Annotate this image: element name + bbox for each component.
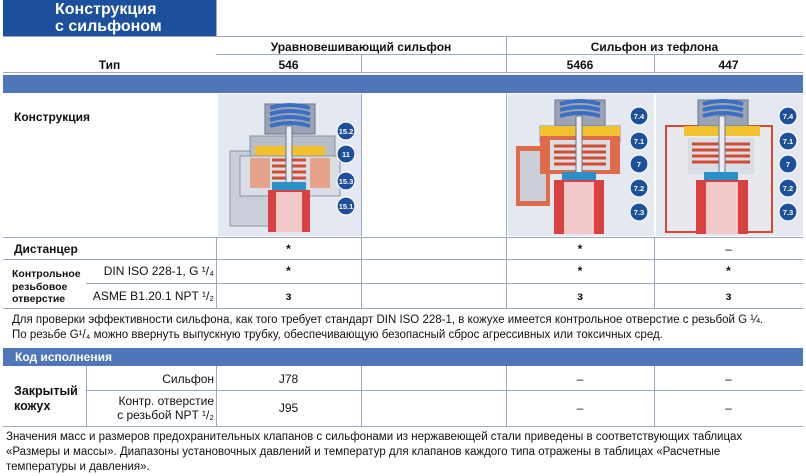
type-546: 546	[278, 58, 299, 72]
din-label: DIN ISO 228-1, G ¹/₄	[103, 264, 214, 278]
divider	[3, 36, 803, 37]
callout-447-4: 7.3	[783, 208, 793, 217]
code-header-label: Код исполнения	[15, 350, 112, 364]
divider	[216, 366, 217, 426]
spacer-5466: *	[577, 242, 583, 256]
section-title-line2: с сильфоном	[55, 18, 162, 35]
spacer-label: Дистанцер	[14, 242, 78, 256]
test-hole-label: Контрольное резьбовое отверстие	[12, 268, 81, 305]
divider	[3, 259, 803, 260]
divider	[361, 366, 362, 426]
spacer-546: *	[286, 242, 291, 256]
type-5466: 5466	[566, 58, 594, 72]
callout-447-0: 7.4	[783, 112, 794, 121]
bellows-546: J78	[278, 372, 299, 386]
callout-546-2: 15.3	[339, 177, 354, 186]
divider	[506, 237, 507, 308]
divider	[3, 237, 803, 238]
divider	[86, 366, 87, 426]
divider	[3, 308, 803, 309]
divider	[361, 237, 362, 308]
divider	[506, 366, 507, 426]
callout-546-3: 15.1	[339, 202, 354, 211]
divider	[361, 94, 362, 236]
bellows-447: –	[725, 372, 732, 386]
divider	[3, 426, 803, 427]
divider	[654, 366, 655, 426]
din-5466: *	[577, 264, 583, 278]
divider	[86, 390, 803, 391]
callout-447-1: 7.1	[783, 137, 793, 146]
bellows-5466: –	[576, 372, 584, 386]
divider	[216, 54, 803, 55]
callout-546-1: 11	[342, 150, 350, 159]
divider	[3, 72, 803, 73]
group-header-balanced: Уравновешивающий сильфон	[270, 40, 452, 54]
callout-5466-4: 7.3	[634, 208, 644, 217]
header-bar	[3, 75, 803, 93]
divider	[361, 54, 362, 72]
asme-447: з	[725, 289, 732, 303]
divider	[216, 237, 217, 308]
divider	[654, 54, 655, 72]
bellows-label: Сильфон	[162, 372, 214, 386]
callout-447-3: 7.2	[783, 184, 793, 193]
asme-546: з	[285, 289, 292, 303]
asme-label: ASME B1.20.1 NPT ¹/₂	[92, 289, 214, 303]
asme-5466: з	[577, 289, 583, 303]
callout-447-2: 7	[786, 160, 790, 169]
din-546: *	[286, 264, 291, 278]
callout-5466-1: 7.1	[634, 137, 644, 146]
valve-5466-diagram: 7.4 7.1 7 7.2 7.3	[516, 99, 649, 234]
type-447: 447	[718, 58, 739, 72]
npt-546: J95	[278, 401, 299, 415]
divider	[216, 0, 217, 36]
group-header-ptfe: Сильфон из тефлона	[590, 40, 719, 54]
callout-5466-3: 7.2	[634, 184, 644, 193]
callout-5466-0: 7.4	[634, 112, 645, 121]
valve-447-diagram: 7.4 7.1 7 7.2 7.3	[665, 99, 798, 234]
callout-5466-2: 7	[637, 160, 641, 169]
type-label: Тип	[98, 58, 121, 72]
closed-cap-label: Закрытый кожух	[14, 384, 78, 413]
divider	[654, 237, 655, 308]
valve-546-diagram: 15.2 11 15.3 15.1	[229, 103, 356, 232]
npt-5466: –	[576, 401, 584, 415]
note-dimensions: Значения масс и размеров предохранительн…	[6, 431, 743, 473]
din-447: *	[726, 264, 731, 278]
construction-label: Конструкция	[14, 110, 91, 124]
callout-546-0: 15.2	[339, 127, 354, 136]
spacer-447: –	[725, 242, 732, 256]
section-title: Конструкция с сильфоном	[3, 0, 216, 36]
code-header-bar: Код исполнения	[3, 348, 803, 366]
npt-447: –	[725, 401, 732, 415]
note-test-hole: Для проверки эффективности сильфона, как…	[12, 314, 764, 341]
npt-label: Контр. отверстие с резьбой NPT ¹/₂	[117, 394, 214, 422]
divider	[86, 283, 803, 284]
divider	[506, 94, 507, 236]
section-title-line1: Конструкция	[55, 1, 157, 18]
